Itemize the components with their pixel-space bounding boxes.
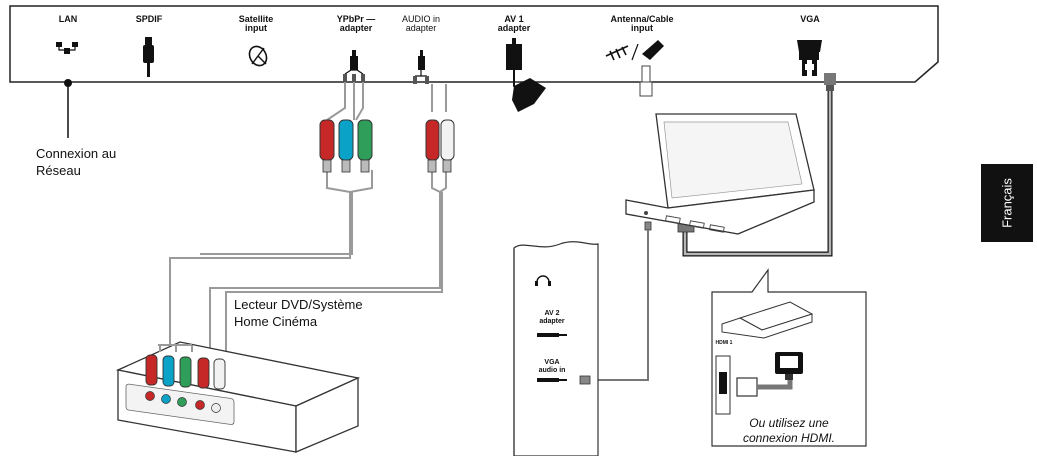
antenna-port-label: Antenna/Cable [610, 14, 674, 24]
dvd-plugs [158, 344, 193, 352]
ypbpr-cables [169, 82, 373, 355]
laptop-icon [625, 113, 815, 235]
lan-port-label: LAN [58, 14, 78, 24]
vga-audio-sublabel: audio in [538, 367, 566, 374]
hdmi-note-line1: Ou utilisez une [749, 416, 829, 430]
ypbpr-adapter-icon [343, 50, 365, 82]
network-label-line2: Réseau [36, 163, 81, 178]
language-tab-label: Français [999, 178, 1015, 228]
tv-side-panel [513, 241, 599, 456]
vga-port-label: VGA [800, 14, 820, 24]
antenna-icon [605, 40, 664, 97]
av1-port-sublabel: adapter [497, 23, 531, 33]
vga-audio-label: VGA [544, 359, 560, 366]
tv-back-panel [9, 5, 939, 83]
ypbpr-port-label: YPbPr — [336, 14, 376, 24]
av1-port-label: AV 1 [504, 14, 524, 24]
audio-port-label: AUDIO in [401, 14, 440, 24]
dvd-label-line2: Home Cinéma [234, 314, 318, 329]
satellite-port-sublabel: input [245, 23, 267, 33]
audio-adapter-icon [413, 50, 429, 84]
network-icon [56, 42, 78, 54]
ypbpr-port-sublabel: adapter [339, 23, 373, 33]
dvd-rca-plugs [145, 354, 226, 390]
network-label-line1: Connexion au [36, 146, 117, 161]
audio-plugs [425, 119, 455, 173]
ypbpr-plugs [319, 119, 373, 173]
vga-port-icon [797, 40, 822, 76]
lan-cable [64, 79, 72, 138]
av2-sublabel: adapter [539, 318, 565, 325]
language-tab: Français [981, 164, 1033, 242]
satellite-port-label: Satellite [238, 14, 274, 24]
dvd-player-icon [115, 341, 361, 453]
scart-adapter-icon [506, 38, 546, 112]
hdmi-port-label: HDMI 1 [715, 340, 733, 346]
hdmi-note-line2: connexion HDMI. [742, 431, 836, 445]
vga-audio-cable [590, 221, 652, 381]
spdif-port-label: SPDIF [135, 14, 163, 24]
hdmi-callout [711, 268, 867, 447]
av2-label: AV 2 [544, 310, 560, 317]
rca-plug-icon [143, 37, 154, 77]
dvd-label-line1: Lecteur DVD/Système [234, 297, 363, 312]
antenna-port-sublabel: input [631, 23, 653, 33]
audio-port-sublabel: adapter [405, 23, 437, 33]
audio-cables [209, 84, 447, 355]
vga-cable [677, 73, 836, 257]
satellite-dish-icon [248, 45, 268, 67]
